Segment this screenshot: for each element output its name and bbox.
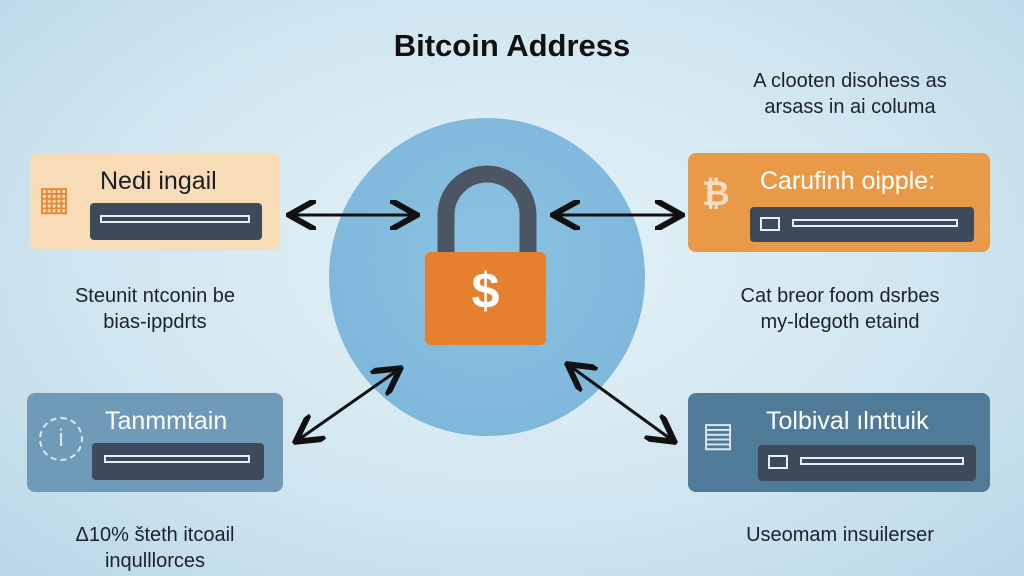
lock-shackle [437, 165, 537, 255]
bitcoin-icon: ₿ [702, 175, 730, 213]
card-top-right: ₿ Carufinh oipple: [688, 153, 990, 252]
card-bottom-left: i Tanmmtain [27, 393, 283, 492]
caption-bottom-left: Δ10% šteth itcoail inqulllorces [20, 522, 290, 574]
lock-body [425, 252, 546, 345]
caption-line: my-ldegoth etaind [760, 311, 920, 333]
caption-line: bias-ippdrts [103, 311, 207, 333]
card-title: Tolbival ılnttuik [766, 407, 929, 435]
caption-line: Δ10% šteth itcoail [75, 524, 235, 546]
address-field[interactable] [90, 203, 262, 240]
card-title: Nedi ingail [100, 167, 217, 195]
top-note-line: A clooten disohess as [753, 70, 947, 92]
caption-line: Steunit ntconin be [74, 285, 236, 307]
card-bottom-right: ▤ Tolbival ılnttuik [688, 393, 990, 492]
address-field[interactable] [92, 443, 264, 480]
caption-top-left: Steunit ntconin be bias-ippdrts [20, 283, 290, 335]
address-field[interactable] [750, 207, 974, 242]
card-title: Carufinh oipple: [760, 167, 936, 195]
wallet-cards-icon: ▤ [702, 416, 735, 454]
top-note: A clooten disohess as arsass in ai colum… [700, 68, 1000, 120]
arrow-bottom-left [298, 370, 398, 440]
caption-top-right: Cat breor foom dsrbes my-ldegoth etaind [690, 283, 990, 335]
top-note-line: arsass in ai columa [764, 96, 936, 118]
dollar-icon: $ [471, 263, 500, 319]
document-icon: ▦ [38, 180, 71, 218]
caption-line: Useomam insuilerser [746, 524, 934, 546]
info-seal-icon: i [39, 417, 83, 461]
address-field[interactable] [758, 445, 976, 481]
caption-bottom-right: Useomam insuilerser [690, 522, 990, 548]
card-top-left: ▦ Nedi ingail [30, 153, 280, 250]
card-title: Tanmmtain [105, 407, 228, 435]
caption-line: Cat breor foom dsrbes [740, 285, 940, 307]
arrow-bottom-right [570, 366, 672, 440]
page-title: Bitcoin Address [393, 28, 631, 63]
caption-line: inqulllorces [104, 550, 206, 572]
